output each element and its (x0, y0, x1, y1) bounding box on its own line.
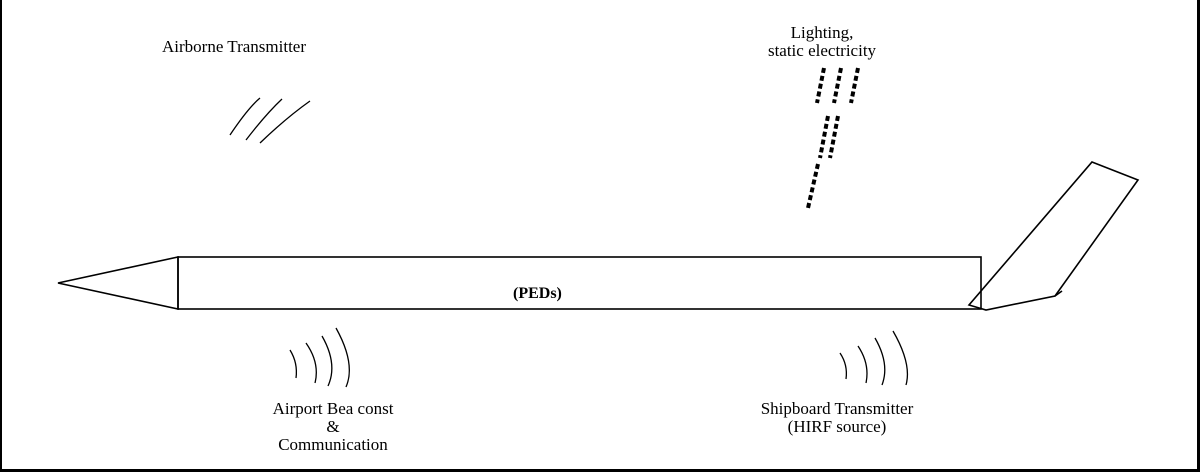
lighting-label-line1: Lighting, (790, 23, 854, 42)
tail-fin (967, 161, 1140, 311)
airport-label-line3: Communication (278, 435, 388, 454)
label-lighting: Lighting, static electricity (742, 24, 902, 60)
ped-nose (57, 256, 179, 310)
shipboard-wave-icon (839, 330, 909, 386)
tail-fin-tip (1054, 290, 1063, 297)
lightning-icon (806, 67, 860, 209)
label-airborne-transmitter: Airborne Transmitter (162, 38, 306, 56)
peds-label: (PEDs) (513, 285, 562, 302)
label-peds: (PEDs) (513, 285, 562, 303)
airport-label-line1: Airport Bea const (272, 399, 394, 418)
airborne-wave-icon (229, 97, 311, 144)
airborne-label: Airborne Transmitter (162, 37, 307, 56)
lighting-label-line2: static electricity (767, 41, 877, 60)
label-airport: Airport Bea const & Communication (233, 400, 433, 454)
ped-body (177, 256, 982, 310)
airport-wave-icon (289, 327, 350, 388)
airport-label-line2: & (326, 417, 340, 436)
shipboard-label-line1: Shipboard Transmitter (760, 399, 914, 418)
shipboard-label-line2: (HIRF source) (787, 417, 887, 436)
label-shipboard: Shipboard Transmitter (HIRF source) (727, 400, 947, 436)
